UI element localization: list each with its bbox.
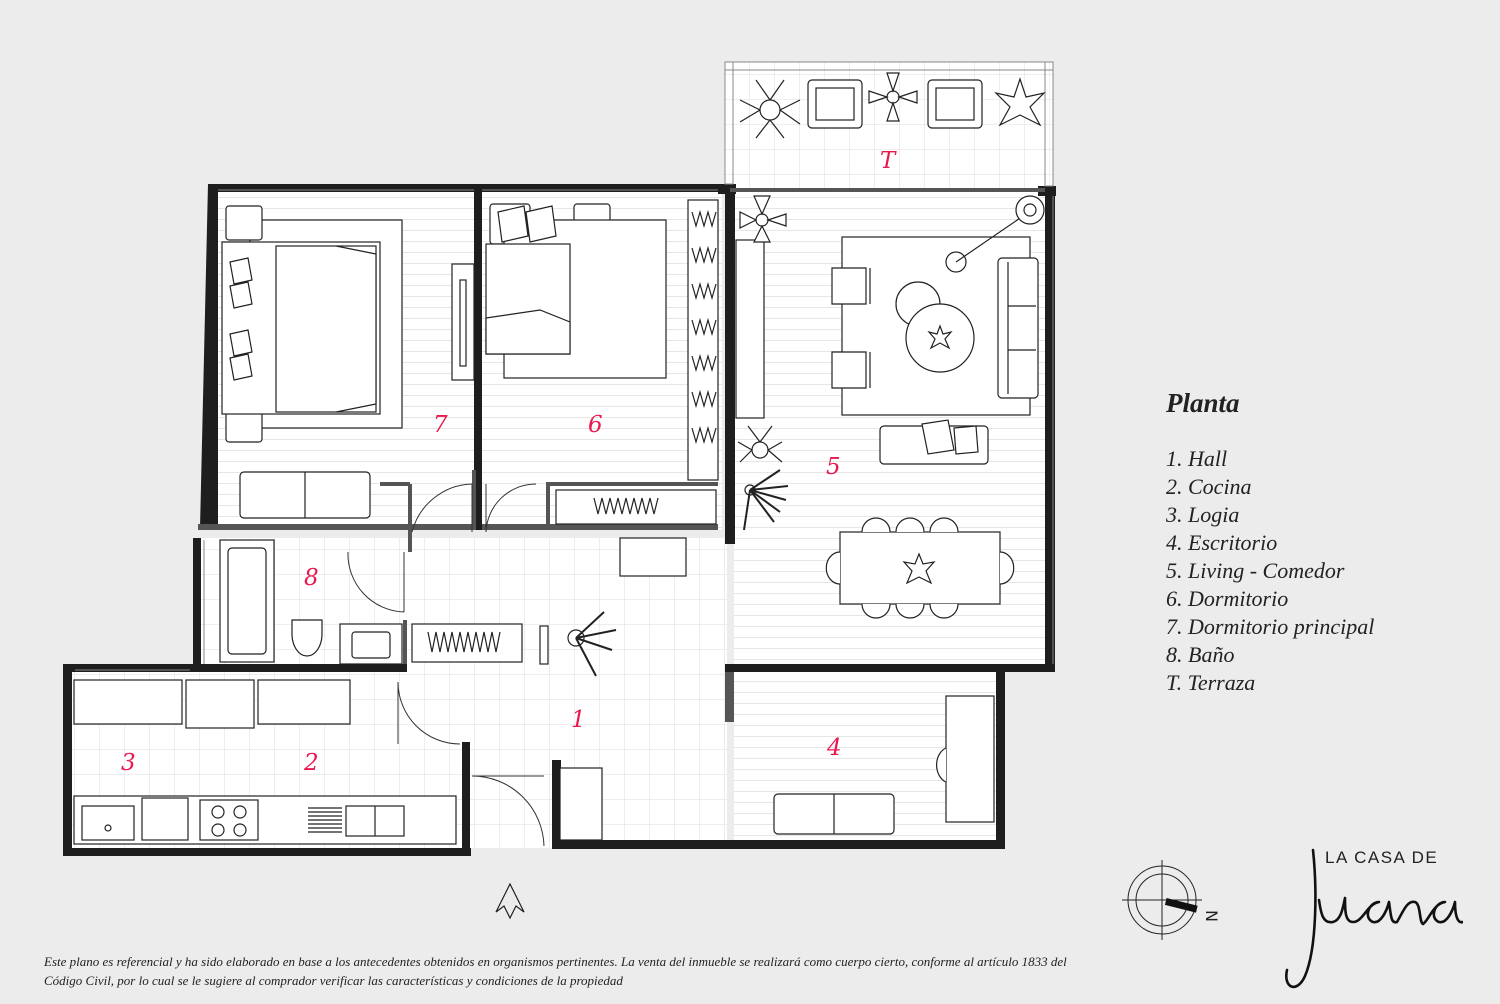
- disclaimer-text: Este plano es referencial y ha sido elab…: [44, 954, 1067, 988]
- plant-icon: [902, 552, 936, 585]
- room-number-6: 6: [588, 412, 603, 438]
- legend-item: T. Terraza: [1166, 670, 1256, 695]
- hall-furniture: [559, 537, 687, 841]
- bath-furniture: [219, 539, 617, 677]
- legend-item: 7. Dormitorio principal: [1166, 614, 1375, 639]
- legend-list: 1. Hall 2. Cocina 3. Logia 4. Escritorio…: [1166, 445, 1374, 697]
- brand-wordmark: LA CASA DE: [1325, 848, 1439, 867]
- legend-item: 3. Logia: [1166, 502, 1240, 527]
- room-number-2: 2: [303, 750, 319, 776]
- legend-item: 6. Dormitorio: [1166, 586, 1289, 611]
- plant-icon: [737, 425, 783, 463]
- bedroom-6-furniture: [485, 199, 719, 525]
- room-number-7: 7: [433, 412, 448, 438]
- room-numbers: T 7 6 5 8 1 4 3 2: [121, 148, 897, 776]
- legend-item: 8. Baño: [1166, 642, 1235, 667]
- room-number-terrace: T: [880, 148, 897, 174]
- legend: Planta 1. Hall 2. Cocina 3. Logia 4. Esc…: [1166, 388, 1374, 697]
- room-number-8: 8: [304, 565, 319, 591]
- palm-icon: [743, 469, 789, 531]
- partitions: [380, 188, 1045, 664]
- kitchen-furniture: [73, 679, 457, 845]
- brand-logo: [1285, 848, 1463, 989]
- plant-icon: [994, 77, 1046, 127]
- plant-icon: [868, 72, 918, 122]
- compass-icon: N: [1122, 860, 1221, 940]
- legend-title: Planta: [1166, 388, 1240, 418]
- plant-icon: [739, 79, 801, 139]
- room-number-1: 1: [571, 707, 586, 733]
- legend-item: 2. Cocina: [1166, 474, 1252, 499]
- living-furniture: [735, 195, 1045, 619]
- room-number-5: 5: [826, 454, 841, 480]
- terrace-furniture: [739, 72, 1046, 139]
- room-number-4: 4: [826, 735, 842, 761]
- room-number-3: 3: [121, 750, 136, 776]
- legend-item: 4. Escritorio: [1166, 530, 1278, 555]
- office-furniture: [773, 695, 995, 835]
- doors: [347, 483, 545, 847]
- walls: [63, 184, 1056, 856]
- glazing: [75, 61, 1054, 671]
- plant-icon: [927, 324, 953, 350]
- legend-item: 1. Hall: [1166, 446, 1228, 471]
- brand-script-signature: [1285, 848, 1463, 989]
- plant-icon: [739, 195, 787, 243]
- bedroom-7-furniture: [221, 205, 475, 519]
- legend-item: 5. Living - Comedor: [1166, 558, 1345, 583]
- entry-arrow-icon: [495, 882, 525, 920]
- floor-terrace: [725, 62, 1053, 190]
- compass-north-label: N: [1202, 910, 1221, 922]
